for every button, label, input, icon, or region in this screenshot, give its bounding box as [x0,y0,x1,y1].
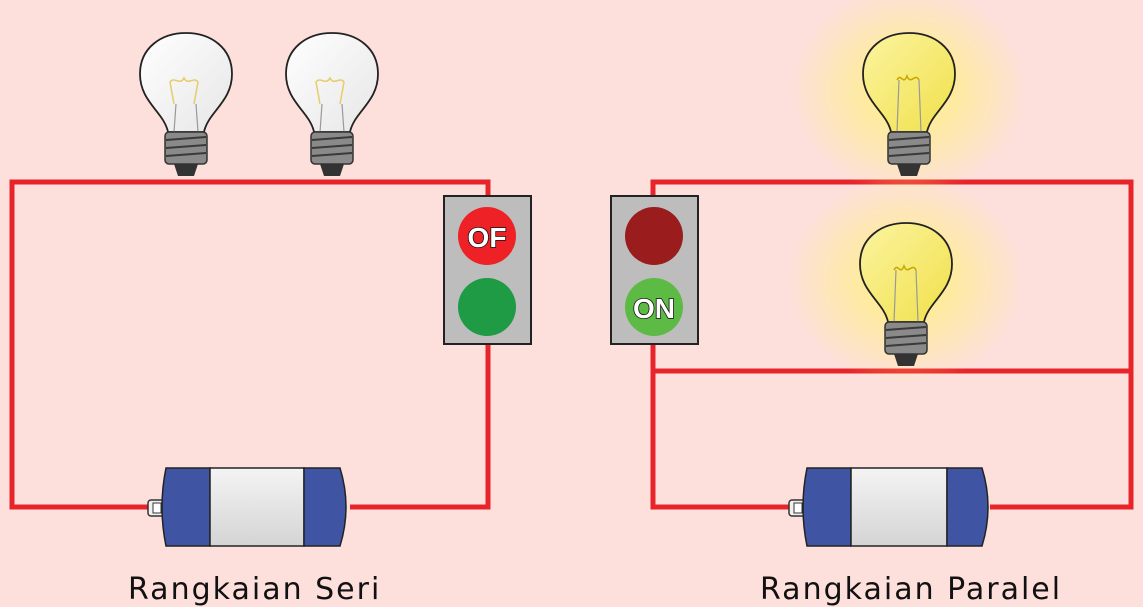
battery-icon [147,467,347,547]
lit-bulb-icon [859,222,953,366]
parallel-off-lamp[interactable] [625,207,683,265]
battery-icon [788,467,989,547]
series-switch-label: OF [468,222,507,253]
series-switch[interactable]: OF [443,195,532,345]
unlit-bulb-icon [139,32,233,176]
parallel-bulb-2 [859,222,953,366]
series-wire [9,179,491,510]
parallel-circuit: ON [610,0,1134,547]
series-circuit: OF [9,32,532,547]
parallel-switch[interactable]: ON [610,195,699,345]
series-bulb-1 [139,32,233,176]
parallel-bulb-1 [862,32,956,176]
lit-bulb-icon [862,32,956,176]
series-off-lamp[interactable] [458,207,516,265]
parallel-switch-label: ON [633,293,675,324]
parallel-circuit-caption: Rangkaian Paralel [760,572,1063,607]
series-on-lamp[interactable] [458,278,516,336]
unlit-bulb-icon [285,32,379,176]
series-bulb-2 [285,32,379,176]
series-battery [147,467,347,547]
parallel-on-lamp[interactable] [625,278,683,336]
series-circuit-caption: Rangkaian Seri [128,572,382,607]
parallel-battery [788,467,989,547]
